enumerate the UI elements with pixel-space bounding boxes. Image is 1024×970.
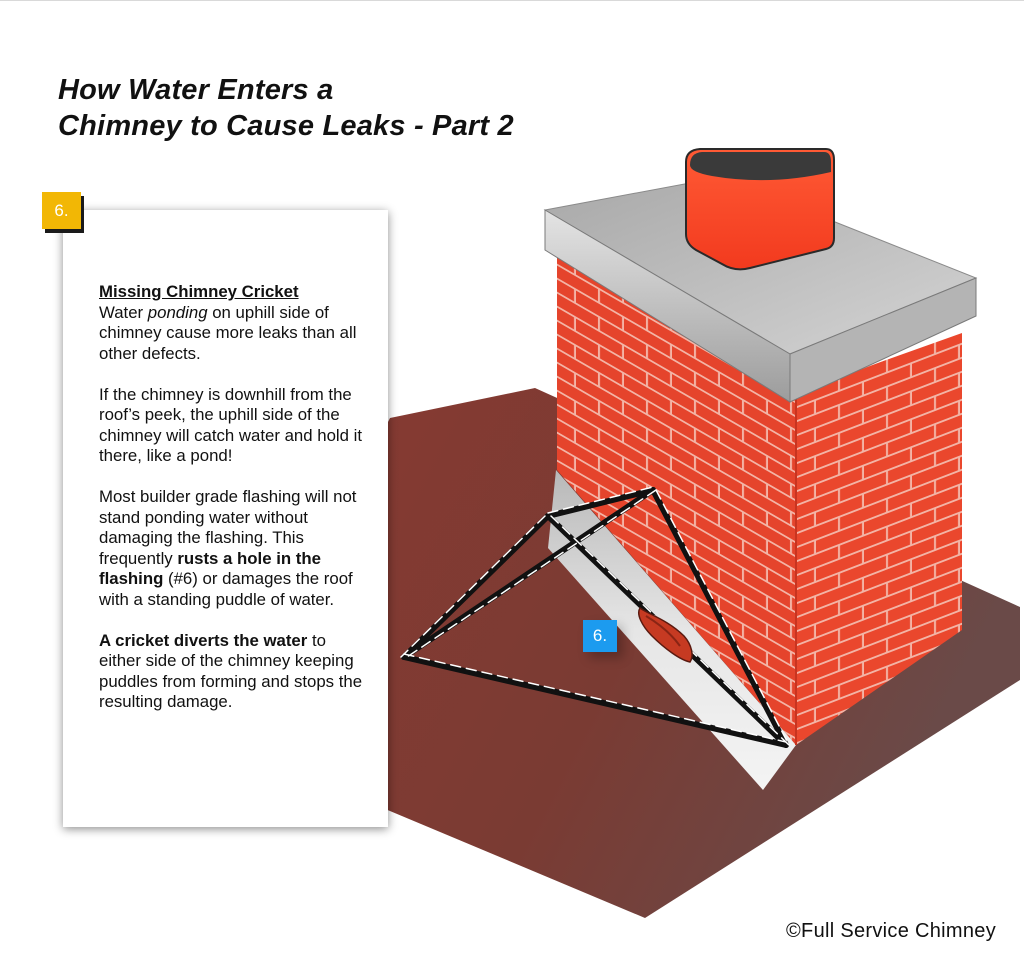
flashing-text-b: (#6) or damages the roof with a standing… [99, 569, 353, 609]
page-title: How Water Enters a Chimney to Cause Leak… [58, 72, 514, 144]
rust-hole-marker-icon [638, 606, 693, 663]
intro-emphasis: ponding [147, 302, 208, 322]
flue-tile [685, 148, 835, 271]
chimney-right-face [796, 333, 962, 745]
card-heading: Missing Chimney Cricket [99, 282, 299, 301]
cricket-emphasis: A cricket diverts the water [99, 630, 308, 650]
cricket-text-b: to either side of the chimney keeping pu… [99, 630, 363, 712]
top-rule [0, 0, 1024, 1]
info-card [63, 210, 388, 827]
chimney-left-face [557, 253, 796, 745]
chimney-cap-side [789, 277, 977, 403]
step-badge-card: 6. [42, 192, 81, 229]
paragraph-cricket: A cricket diverts the water to either si… [99, 631, 369, 713]
step-badge-diagram: 6. [583, 620, 617, 652]
paragraph-intro: Missing Chimney Cricket Water ponding on… [99, 282, 369, 364]
intro-text-a: Water [99, 302, 148, 322]
paragraph-downhill: If the chimney is downhill from the roof… [99, 384, 363, 466]
intro-text-b: on uphill side of chimney cause more lea… [99, 302, 357, 363]
flashing-emphasis: rusts a hole in the flashing [99, 548, 321, 589]
paragraph-flashing: Most builder grade flashing will not sta… [99, 487, 369, 610]
card-body: Missing Chimney Cricket Water ponding on… [99, 282, 369, 733]
copyright: ©Full Service Chimney [786, 920, 996, 942]
flashing-text-a: Most builder grade flashing will not sta… [99, 487, 357, 568]
title-line-2: Chimney to Cause Leaks - Part 2 [58, 110, 514, 142]
title-line-1: How Water Enters a [58, 74, 334, 106]
